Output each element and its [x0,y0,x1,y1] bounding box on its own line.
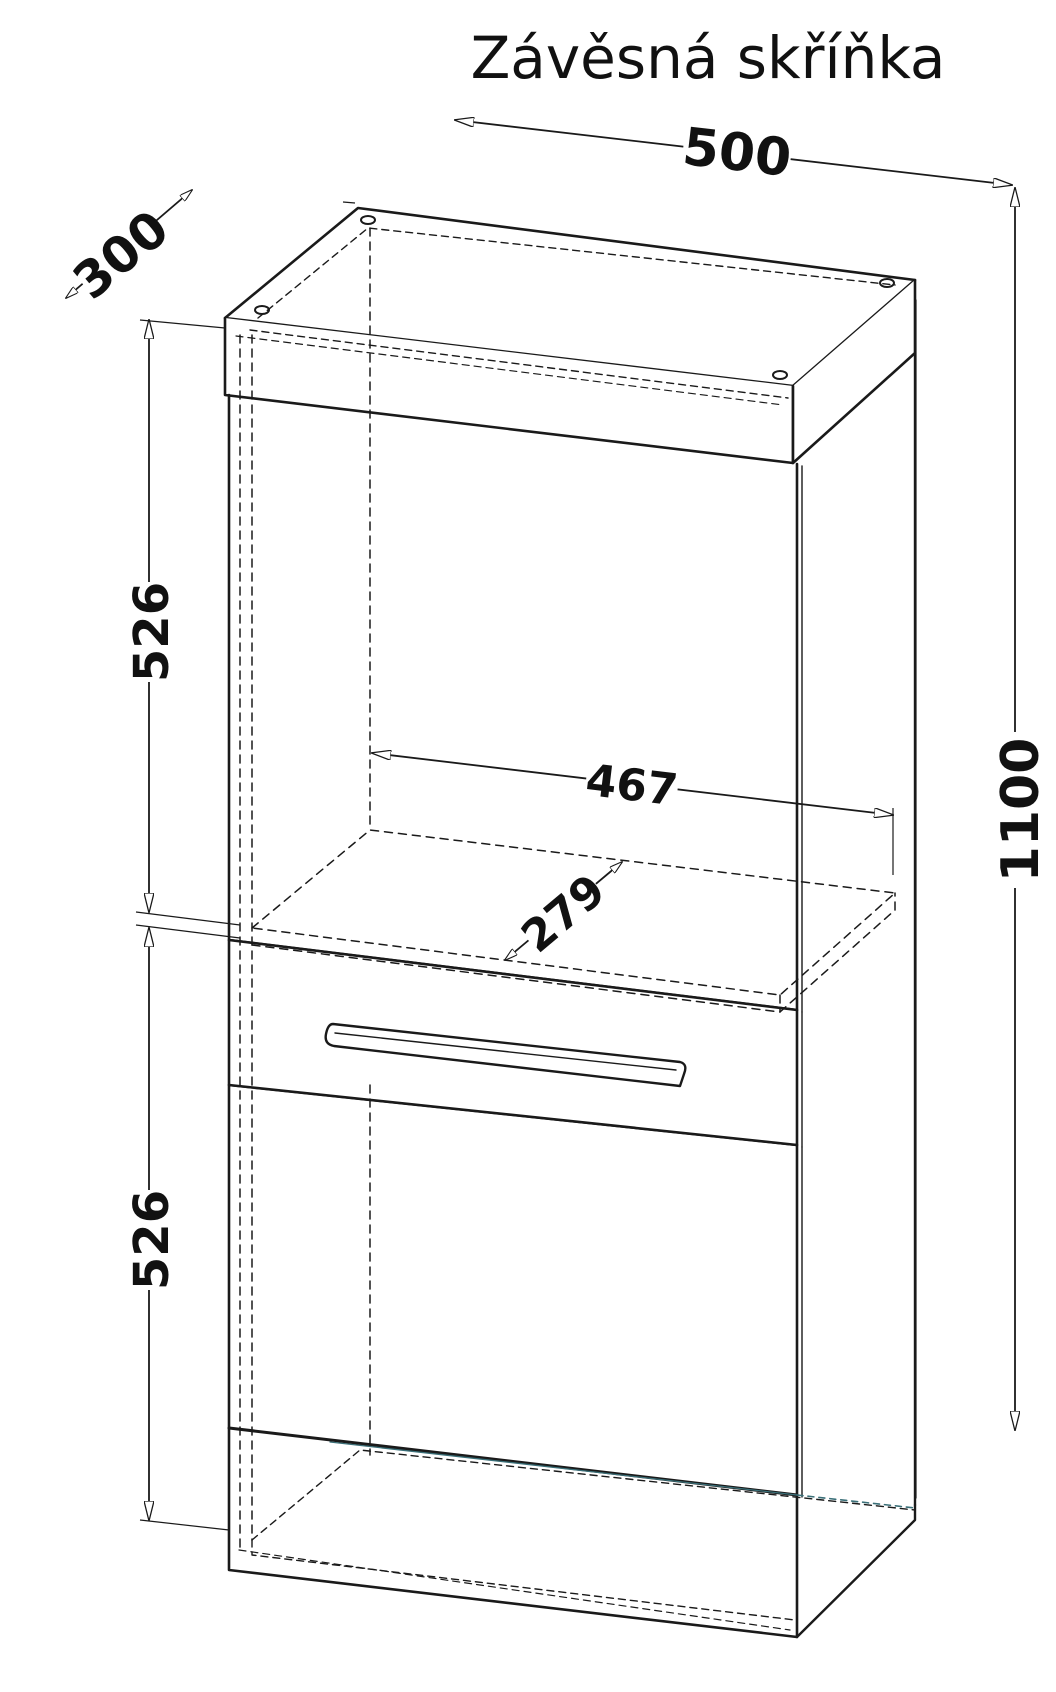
cabinet-body [223,206,917,1639]
height-label: 1100 [991,738,1051,883]
title: Závěsná skříňka [471,24,946,92]
drawer-front [227,938,803,1148]
upper-door [227,393,803,1013]
inner-width-label: 467 [583,755,680,817]
hidden-lines [239,227,896,1551]
width-label: 500 [680,117,795,189]
drawer-handle [324,1022,687,1088]
top-panel [223,206,917,465]
upper-section-label: 526 [124,582,180,682]
lower-door [227,1083,803,1498]
bottom-panel [227,1426,917,1639]
lower-section-label: 526 [124,1190,180,1290]
